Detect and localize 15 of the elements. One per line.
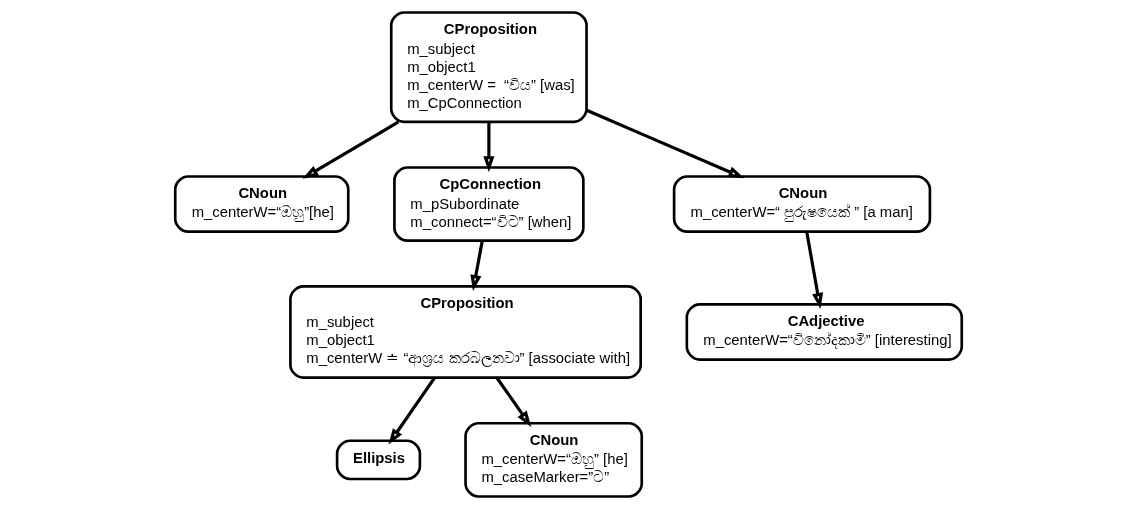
node-box: CNoun m_centerW=“ පුරුෂයෙක් ” [a man] — [672, 175, 932, 233]
arrow — [586, 108, 745, 179]
node-box: CNoun m_centerW=“ඔහු”[he] — [173, 175, 350, 233]
node-box: CProposition m_subject m_object1 m_centerW ≐ “ආශ්‍රය කරබලනවා” [associate with] — [289, 285, 642, 379]
arrow — [805, 231, 824, 310]
node-box: CpConnection m_pSubordinate m_connect=“විට” [when] — [393, 166, 585, 243]
node-box: CAdjective m_centerW=“විනෝදකාමී” [interesting] — [685, 303, 964, 361]
node-box: CProposition m_subject m_object1 m_centerW = “විය” [was] m_CpConnection — [389, 11, 588, 124]
arrow — [495, 376, 532, 427]
arrow — [388, 376, 436, 445]
node-box: Ellipsis — [335, 439, 422, 481]
arrow — [483, 121, 495, 173]
node-box: CNoun m_centerW=“ඔහු” [he] m_caseMarker=”ට” — [464, 421, 644, 498]
arrow — [470, 240, 484, 291]
arrow — [302, 120, 400, 179]
